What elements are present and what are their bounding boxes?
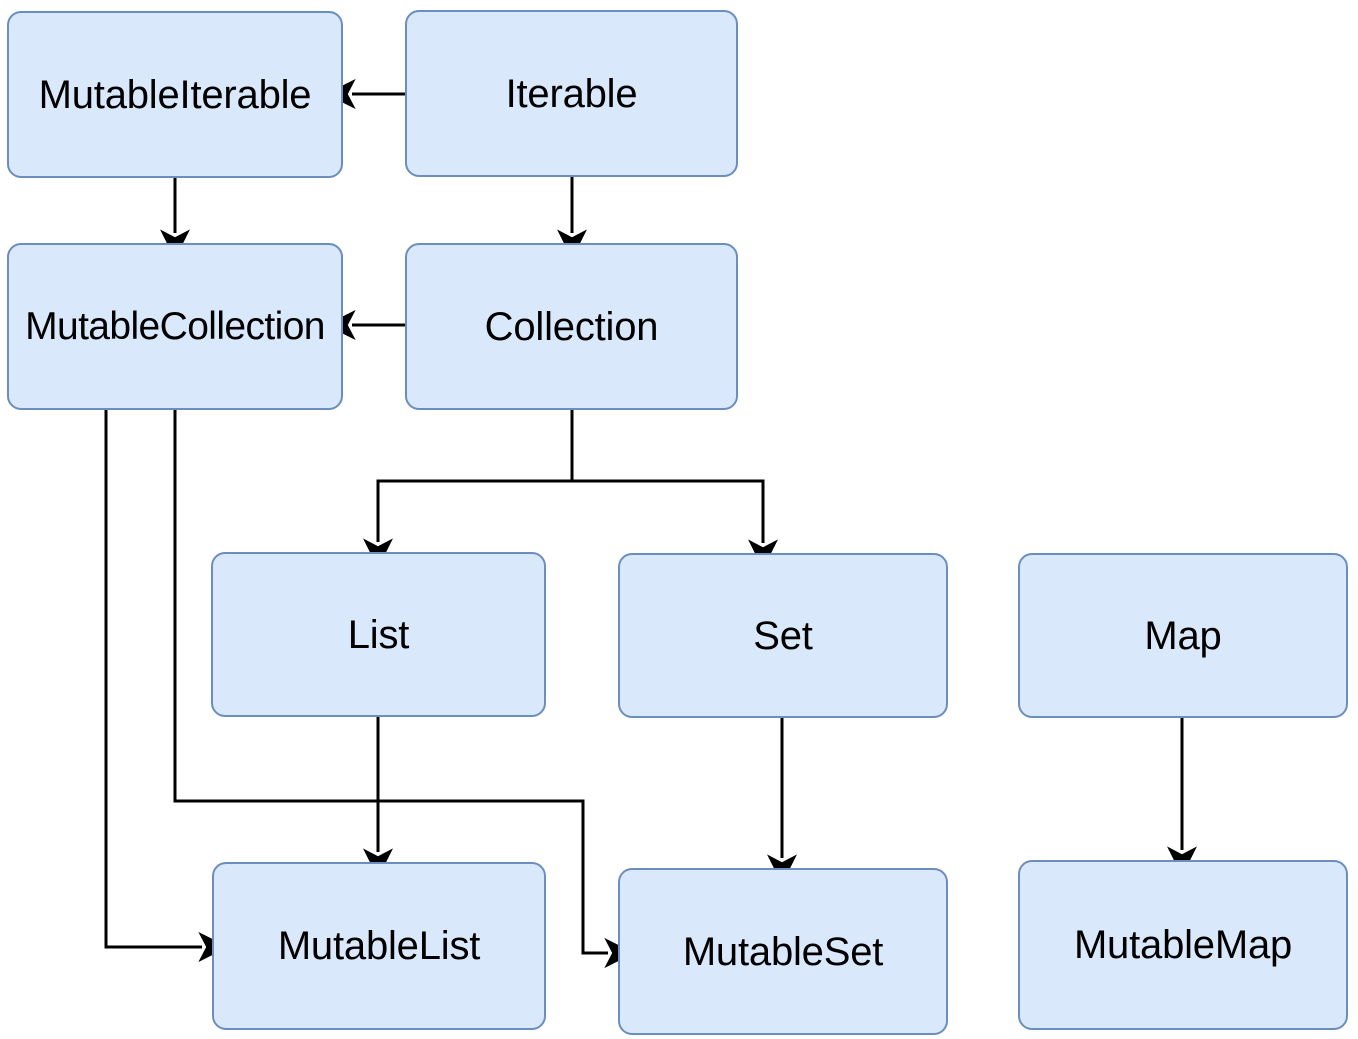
node-label-mutable-iterable: MutableIterable xyxy=(38,72,312,117)
node-label-map: Map xyxy=(1144,613,1222,658)
node-label-mutable-map: MutableMap xyxy=(1073,923,1293,967)
edge-mutable-collection-to-mutable-list xyxy=(104,410,229,962)
node-map[interactable]: Map xyxy=(1018,553,1348,718)
node-label-collection: Collection xyxy=(484,304,659,349)
node-set[interactable]: Set xyxy=(618,553,948,718)
node-iterable[interactable]: Iterable xyxy=(405,10,738,177)
edge-collection-to-list xyxy=(363,410,574,569)
node-label-mutable-set: MutableSet xyxy=(682,929,884,974)
edge-collection-to-set xyxy=(572,479,778,570)
node-mutable-set[interactable]: MutableSet xyxy=(618,868,948,1035)
node-mutable-iterable[interactable]: MutableIterable xyxy=(7,11,343,178)
node-label-mutable-list: MutableList xyxy=(277,924,481,968)
node-collection[interactable]: Collection xyxy=(405,243,738,410)
node-label-mutable-collection: MutableCollection xyxy=(25,305,325,348)
node-label-iterable: Iterable xyxy=(505,71,638,116)
edge-paths xyxy=(104,79,1197,968)
node-mutable-list[interactable]: MutableList xyxy=(212,862,546,1030)
node-list[interactable]: List xyxy=(211,552,546,717)
node-label-set: Set xyxy=(753,613,813,658)
node-mutable-map[interactable]: MutableMap xyxy=(1018,860,1348,1030)
node-mutable-collection[interactable]: MutableCollection xyxy=(7,243,343,410)
node-label-list: List xyxy=(347,612,410,657)
